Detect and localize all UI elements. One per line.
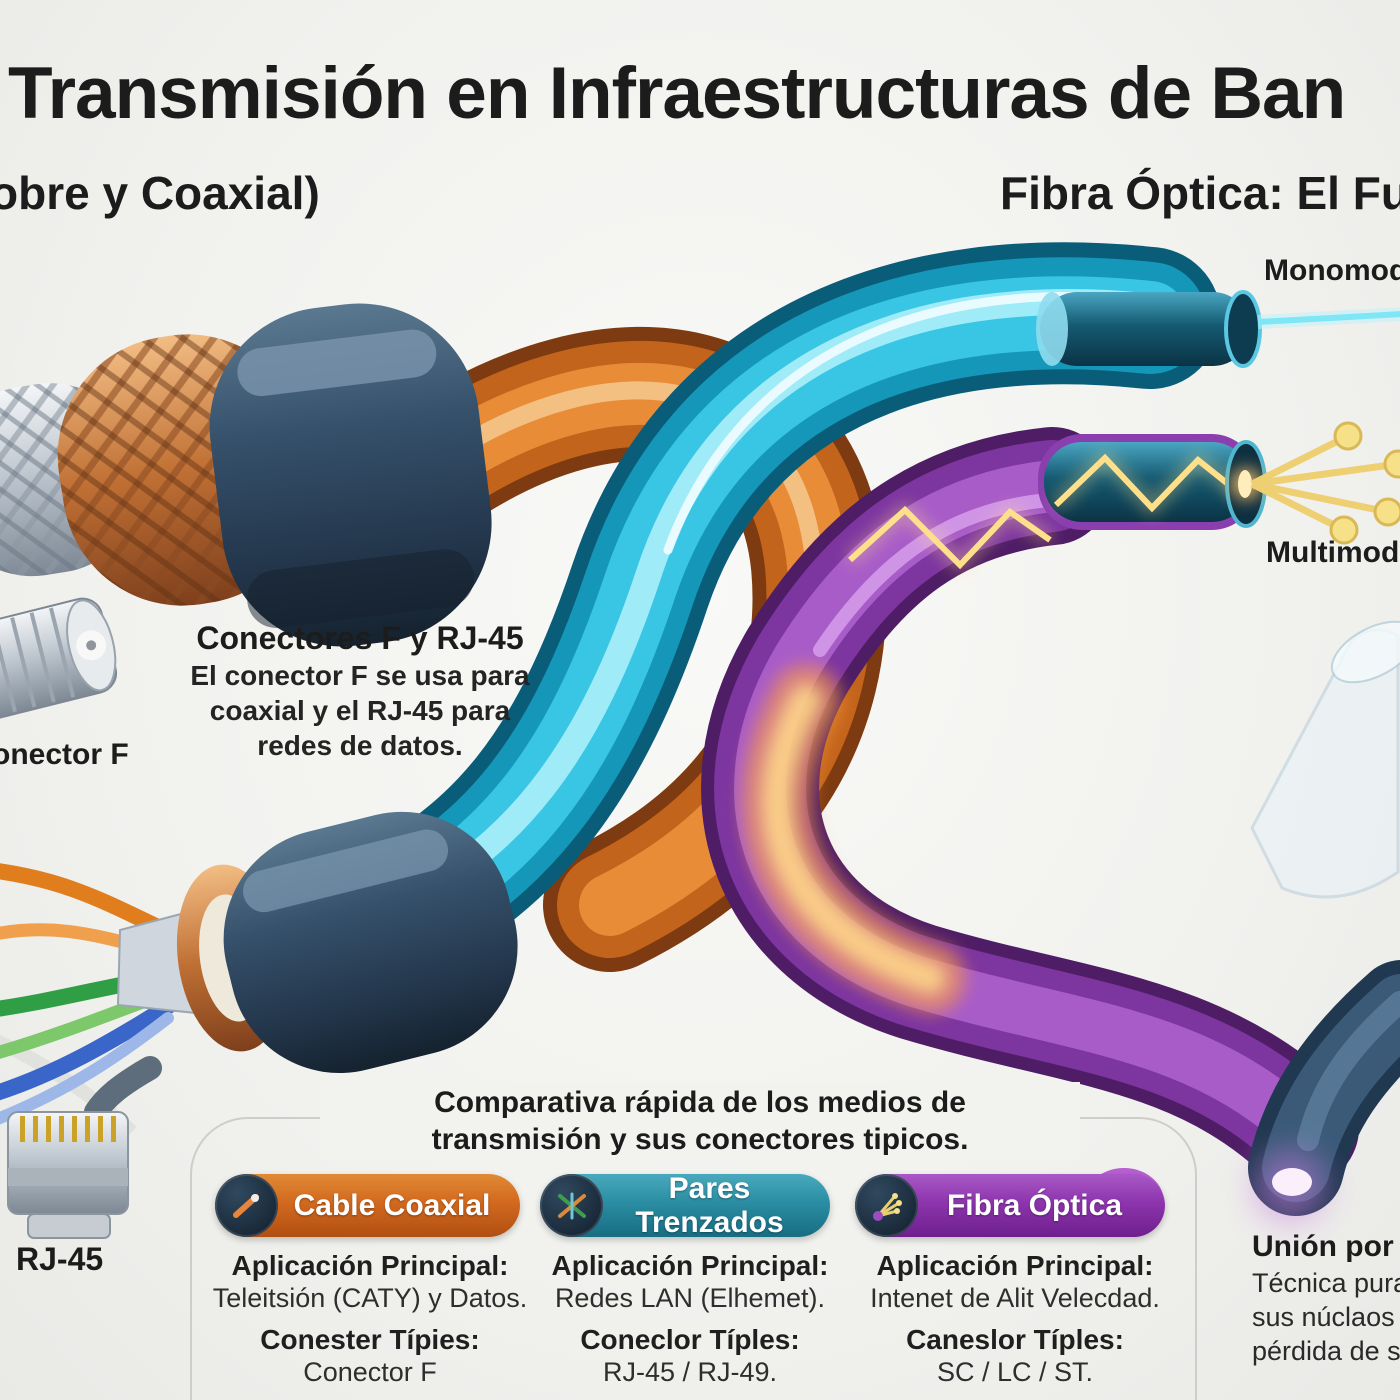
fiber-purple-cable: [701, 427, 1359, 1187]
label-monomodo: Monomodo: [1264, 254, 1400, 287]
connector-label: Caneslor Típles:: [906, 1324, 1124, 1355]
connector-note-line: coaxial y el RJ-45 para: [209, 695, 511, 726]
comparison-heading-line2: transmisión y sus conectores tipicos.: [431, 1123, 969, 1156]
rj45-connector-illustration: [7, 1056, 162, 1239]
twisted-pair-icon: [540, 1174, 603, 1237]
badge-pares-trenzados: Pares Trenzados: [540, 1171, 830, 1239]
app-value: Teleitsión (CATY) y Datos.: [212, 1283, 528, 1313]
column-fibra-optica: Aplicación Principal: Intenet de Alit Ve…: [845, 1250, 1185, 1389]
badge-fibra-optica: Fibra Óptica: [855, 1174, 1165, 1237]
subtitle-copper-coaxial: obre y Coaxial): [0, 167, 320, 219]
fiber-multimodo-illustration: [1038, 421, 1400, 545]
badge-cable-coaxial: Cable Coaxial: [215, 1174, 520, 1237]
column-cable-coaxial: Aplicación Principal: Teleitsión (CATY) …: [200, 1250, 540, 1389]
teal-cable: [281, 242, 1221, 1001]
subtitle-fiber-optic: Fibra Óptica: El Fu: [1000, 167, 1400, 219]
connector-note-title: Conectores F y RJ-45: [196, 620, 524, 656]
fiber-optic-icon: [855, 1174, 918, 1237]
twisted-pair-illustration: [0, 811, 518, 1125]
comparison-heading: Comparativa rápida de los medios de tran…: [320, 1082, 1080, 1160]
glass-funnel-illustration: [1250, 620, 1400, 899]
column-pares-trenzados: Aplicación Principal: Redes LAN (Elhemet…: [520, 1250, 860, 1389]
fusion-note-line: Técnica pura: [1252, 1268, 1400, 1298]
badge-label: Pares Trenzados: [635, 1171, 784, 1239]
comparison-heading-line1: Comparativa rápida de los medios de: [434, 1086, 966, 1119]
connector-note: Conectores F y RJ-45 El conector F se us…: [150, 618, 570, 763]
fiber-monomodo-illustration: [1036, 290, 1400, 368]
app-value: Redes LAN (Elhemet).: [554, 1283, 826, 1313]
app-label: Aplicación Principal:: [231, 1250, 509, 1281]
coaxial-cable-icon: [215, 1174, 278, 1237]
rj45-gold-pins: [20, 1116, 116, 1142]
fusion-note-title: Unión por Fu: [1252, 1230, 1400, 1263]
app-label: Aplicación Principal:: [876, 1250, 1154, 1281]
fusion-note: Unión por Fu Técnica pura sus núclaos p …: [1252, 1228, 1400, 1368]
connector-note-line: El conector F se usa para: [190, 660, 530, 691]
multimodo-rays: [1250, 432, 1399, 534]
app-label: Aplicación Principal:: [551, 1250, 829, 1281]
connector-value: SC / LC / ST.: [936, 1357, 1094, 1387]
connector-note-line: redes de datos.: [257, 730, 463, 761]
label-conector-f: onector F: [0, 738, 129, 771]
connector-label: Conester Típies:: [260, 1324, 480, 1355]
app-value: Intenet de Alit Velecdad.: [870, 1283, 1160, 1313]
fusion-note-line: pérdida de se: [1252, 1336, 1400, 1366]
badge-label: Fibra Óptica: [946, 1188, 1123, 1222]
connector-value: Conector F: [303, 1357, 437, 1387]
f-connector-illustration: [0, 597, 118, 721]
coaxial-cable-illustration: [0, 303, 492, 647]
page-title: Transmisión en Infraestructuras de Ban: [8, 53, 1346, 134]
connector-label: Coneclor Típles:: [580, 1324, 800, 1355]
light-zigzag-left: [845, 501, 1054, 574]
fusion-note-line: sus núclaos p: [1252, 1302, 1400, 1332]
badge-label: Cable Coaxial: [293, 1188, 491, 1222]
connector-value: RJ-45 / RJ-49.: [602, 1357, 778, 1387]
label-rj45: RJ-45: [16, 1241, 104, 1277]
